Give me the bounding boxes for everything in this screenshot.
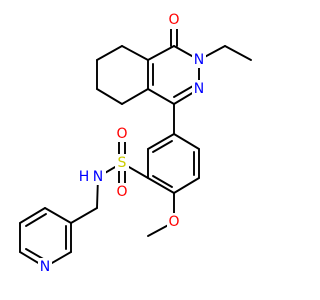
bond — [121, 45, 149, 61]
molecule-structure: O N N S O O H N O — [19, 12, 252, 275]
bond — [147, 133, 175, 150]
atom-s-sulfonyl: S — [115, 154, 129, 171]
bond — [152, 140, 173, 153]
bond — [147, 177, 175, 194]
bond-lines — [19, 21, 252, 268]
bond — [19, 207, 46, 224]
atom-n-ring-1: N — [192, 80, 206, 97]
bond — [121, 88, 149, 105]
atom-label: O — [168, 12, 179, 28]
atom-label: O — [116, 126, 127, 142]
atom-labels: O N N S O O H N O — [38, 12, 206, 275]
atom-label: N — [194, 52, 204, 68]
atom-n-sulfonamide: H N — [78, 168, 106, 185]
bond — [96, 45, 123, 61]
atom-o-methoxy: O — [167, 213, 181, 230]
atom-label: S — [118, 155, 127, 171]
atom-label: N — [40, 259, 50, 275]
atom-o-sulfonyl-top: O — [115, 125, 129, 142]
bond — [173, 177, 200, 194]
atom-o-carbonyl: O — [167, 12, 181, 29]
bond — [147, 45, 175, 61]
atom-label: N — [194, 81, 204, 97]
bond — [224, 45, 252, 61]
atom-label: O — [116, 184, 127, 200]
atom-label-h: H — [79, 169, 90, 185]
bond — [70, 207, 98, 224]
bond — [25, 213, 47, 227]
bond — [152, 175, 173, 188]
bond — [173, 133, 200, 150]
bond — [96, 88, 123, 105]
bond — [147, 88, 175, 105]
atom-o-sulfonyl-bottom: O — [115, 183, 129, 200]
atom-label: O — [168, 214, 179, 230]
atom-n-pyridine: N — [38, 258, 52, 275]
bond — [44, 207, 72, 224]
bond — [173, 85, 194, 98]
atom-label: N — [93, 169, 103, 185]
atom-n-ring-2: N — [192, 51, 206, 68]
